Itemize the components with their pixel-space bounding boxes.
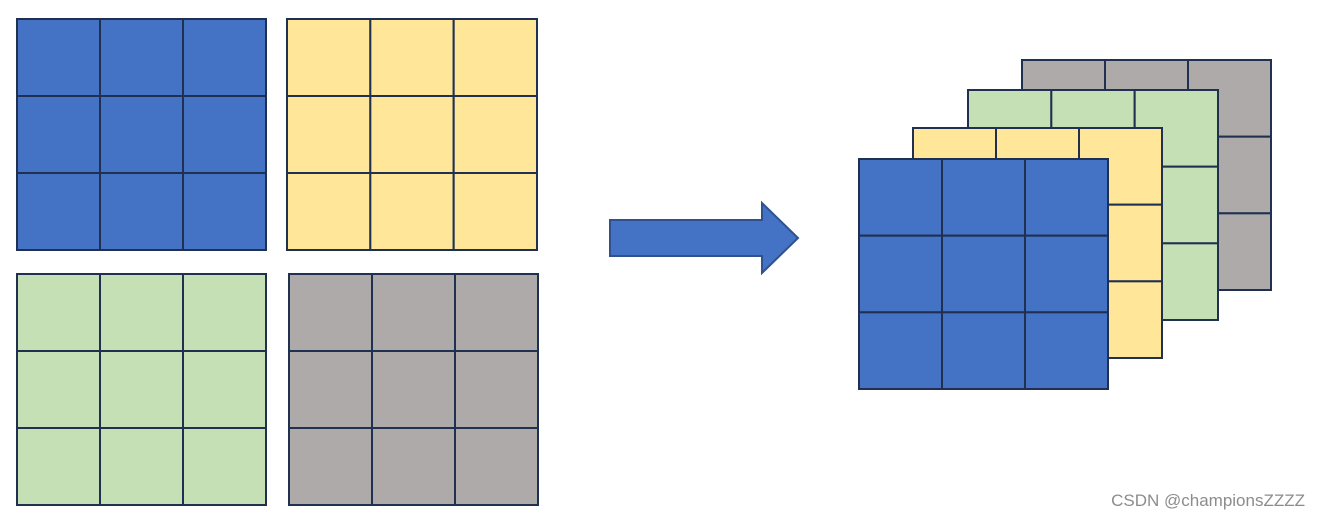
separate-yellow-grid [286, 18, 539, 251]
blue-grid-cell [1024, 311, 1109, 390]
transform-arrow [609, 200, 800, 276]
green-grid-cell [99, 350, 184, 429]
yellow-grid-cell [452, 172, 539, 251]
blue-grid-cell [941, 158, 1026, 237]
yellow-grid-cell [286, 95, 372, 174]
yellow-grid-cell [286, 18, 372, 97]
yellow-grid-cell [369, 172, 455, 251]
green-grid-cell [182, 350, 267, 429]
watermark: CSDN @championsZZZZ [1111, 491, 1305, 510]
gray-grid-cell [454, 273, 539, 352]
separate-feature-maps [16, 18, 539, 506]
gray-grid-cell [371, 273, 456, 352]
green-grid-cell [182, 427, 267, 506]
separate-green-grid [16, 273, 267, 506]
blue-grid-cell [1024, 234, 1109, 314]
yellow-grid-cell [286, 172, 372, 251]
blue-grid-cell [99, 18, 184, 97]
green-grid-cell [16, 273, 101, 352]
gray-grid-cell [288, 350, 373, 429]
separate-blue-grid [16, 18, 267, 251]
green-grid-cell [16, 427, 101, 506]
stacked-feature-maps [858, 59, 1272, 390]
blue-grid-cell [858, 311, 943, 390]
gray-grid-cell [454, 427, 539, 506]
green-grid-cell [182, 273, 267, 352]
yellow-grid-cell [452, 95, 539, 174]
blue-grid-cell [1024, 158, 1109, 237]
blue-grid-cell [941, 311, 1026, 390]
blue-grid-cell [858, 158, 943, 237]
blue-grid-cell [16, 18, 101, 97]
blue-grid-cell [99, 172, 184, 251]
blue-grid-cell [858, 234, 943, 314]
gray-grid-cell [454, 350, 539, 429]
gray-grid-cell [371, 427, 456, 506]
gray-grid-cell [288, 273, 373, 352]
blue-grid-cell [99, 95, 184, 174]
green-grid-cell [16, 350, 101, 429]
blue-grid-cell [182, 95, 267, 174]
yellow-grid-cell [369, 18, 455, 97]
green-grid-cell [99, 427, 184, 506]
gray-grid-cell [371, 350, 456, 429]
green-grid-cell [99, 273, 184, 352]
blue-grid-cell [16, 95, 101, 174]
yellow-grid-cell [369, 95, 455, 174]
blue-grid-cell [182, 172, 267, 251]
stacked-blue-grid [858, 158, 1109, 390]
separate-gray-grid [288, 273, 539, 506]
blue-grid-cell [182, 18, 267, 97]
yellow-grid-cell [452, 18, 539, 97]
right-arrow-icon [609, 200, 800, 276]
gray-grid-cell [288, 427, 373, 506]
blue-grid-cell [16, 172, 101, 251]
blue-grid-cell [941, 234, 1026, 314]
